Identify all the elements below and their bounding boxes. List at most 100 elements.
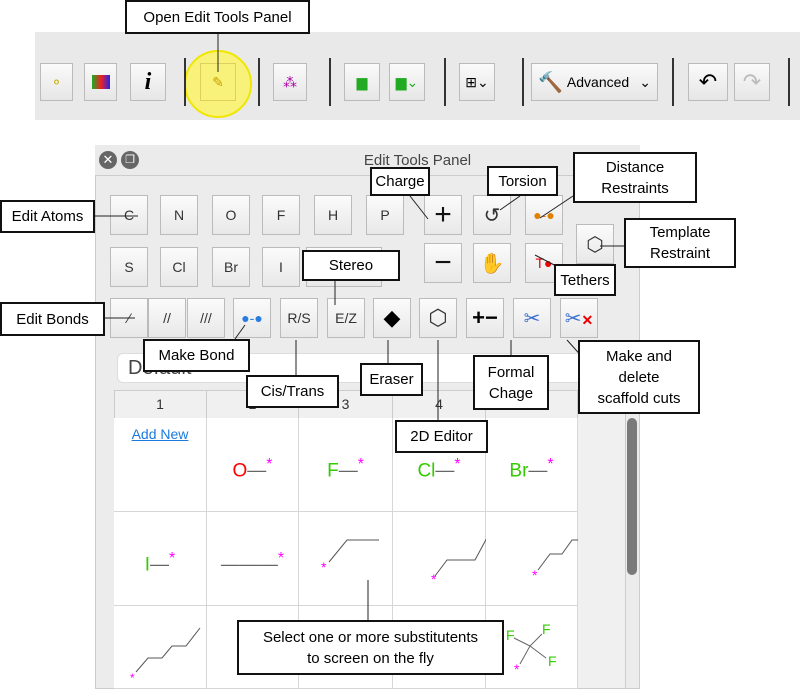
svg-text:*: * xyxy=(321,559,327,575)
svg-text:*: * xyxy=(431,571,437,587)
column-header: 3 xyxy=(299,390,393,418)
advanced-menu-button[interactable]: 🔨Advanced⌄ xyxy=(531,63,658,101)
fragment-icon: ⁂ xyxy=(283,73,297,90)
build-button[interactable]: ⁂ xyxy=(273,63,307,101)
molecule-icon: ⚬ xyxy=(50,73,63,90)
triple-bond-button[interactable]: /// xyxy=(187,298,225,338)
grid-cell[interactable]: Add New xyxy=(114,418,207,512)
scissors-icon: ✂ xyxy=(523,307,541,330)
grid-cell[interactable]: * xyxy=(393,512,490,606)
molecule-button[interactable]: ⚬ xyxy=(40,63,73,101)
atom-symbol: F xyxy=(327,460,339,482)
single-bond-button[interactable]: ⁄ xyxy=(110,298,148,338)
atom-n-button[interactable]: N xyxy=(160,195,198,235)
rs-button[interactable]: R/S xyxy=(280,298,318,338)
surface-molecule-icon: ▆⌄ xyxy=(395,73,419,90)
ez-label: E/Z xyxy=(335,310,357,326)
svg-text:*: * xyxy=(130,671,135,685)
eraser-icon: ◆ xyxy=(383,305,401,330)
surface-button[interactable] xyxy=(84,63,117,101)
atom-o-button[interactable]: O xyxy=(212,195,250,235)
atom-s-button[interactable]: S xyxy=(110,247,148,287)
advanced-label: Advanced xyxy=(566,74,630,90)
scrollbar-thumb[interactable] xyxy=(627,418,637,575)
triple-bond-icon: /// xyxy=(200,310,212,326)
make-bond-button[interactable]: ●-● xyxy=(233,298,271,338)
info-icon: i xyxy=(144,68,152,95)
scaffold-cut-button[interactable]: ✂ xyxy=(513,298,551,338)
grid-cell[interactable]: Br—* xyxy=(486,418,578,512)
callout-open-edit-tools: Open Edit Tools Panel xyxy=(125,0,310,34)
scissors-delete-icon: ✂✕ xyxy=(564,307,594,330)
tether-icon: T● xyxy=(535,255,553,271)
minus-icon: − xyxy=(434,246,452,279)
atom-label: O xyxy=(225,207,237,223)
propyl-structure: * xyxy=(321,539,379,575)
redo-icon: ↷ xyxy=(742,69,762,94)
pentyl-structure: * xyxy=(532,539,586,583)
grid-cell[interactable]: * xyxy=(114,606,207,689)
hexagon-icon: ⬡ xyxy=(586,233,604,256)
make-bond-icon: ●-● xyxy=(241,310,263,326)
grid-cell[interactable]: * xyxy=(299,512,393,606)
atom-label: P xyxy=(380,207,390,223)
atom-p-button[interactable]: P xyxy=(366,195,404,235)
surface-molecule-menu-button[interactable]: ▆⌄ xyxy=(389,63,425,101)
redo-button[interactable]: ↷ xyxy=(734,63,770,101)
column-header: 1 xyxy=(114,390,207,418)
delete-scaffold-cut-button[interactable]: ✂✕ xyxy=(560,298,598,338)
restore-icon[interactable]: ❐ xyxy=(121,151,139,169)
undo-button[interactable]: ↶ xyxy=(688,63,728,101)
move-button[interactable]: ✋ xyxy=(473,243,511,283)
atom-c-button[interactable]: C xyxy=(110,195,148,235)
callout-edit-atoms: Edit Atoms xyxy=(0,200,95,233)
formal-charge-button[interactable]: +− xyxy=(466,298,504,338)
atom-label: S xyxy=(124,259,134,275)
add-window-button[interactable]: ⊞⌄ xyxy=(459,63,495,101)
atom-h-button[interactable]: H xyxy=(314,195,352,235)
torsion-icon: ↺ xyxy=(483,204,501,227)
info-button[interactable]: i xyxy=(130,63,166,101)
callout-edit-bonds: Edit Bonds xyxy=(0,302,105,336)
grid-cell[interactable]: ———* xyxy=(207,512,299,606)
callout-eraser: Eraser xyxy=(360,363,423,396)
callout-scaffold-cuts: Make and delete scaffold cuts xyxy=(578,340,700,414)
atom-br-button[interactable]: Br xyxy=(212,247,250,287)
distance-restraint-icon: ●-● xyxy=(533,207,555,223)
atom-i-button[interactable]: I xyxy=(262,247,300,287)
atom-cl-button[interactable]: Cl xyxy=(160,247,198,287)
close-icon[interactable]: ✕ xyxy=(99,151,117,169)
hexyl-structure: * xyxy=(130,627,201,685)
plus-minus-icon: +− xyxy=(472,305,498,330)
svg-text:*: * xyxy=(514,661,520,677)
atom-symbol: O xyxy=(232,460,248,482)
atom-symbol: Cl xyxy=(417,460,436,482)
grid-cell[interactable]: F—* xyxy=(299,418,393,512)
2d-editor-button[interactable]: ⬡ xyxy=(419,298,457,338)
double-bond-button[interactable]: // xyxy=(148,298,186,338)
attachment-star: * xyxy=(266,456,273,473)
distance-restraint-button[interactable]: ●-● xyxy=(525,195,563,235)
open-edit-tools-button[interactable]: ✎ xyxy=(200,63,236,101)
atom-f-button[interactable]: F xyxy=(262,195,300,235)
eraser-button[interactable]: ◆ xyxy=(373,298,411,338)
surface-molecule-button[interactable]: ▆ xyxy=(344,63,380,101)
callout-cis-trans: Cis/Trans xyxy=(246,375,339,408)
add-new-link[interactable]: Add New xyxy=(131,426,189,442)
attachment-star: * xyxy=(547,456,554,473)
grid-cell[interactable]: * xyxy=(486,512,586,606)
callout-2d-editor: 2D Editor xyxy=(395,420,488,453)
ez-button[interactable]: E/Z xyxy=(327,298,365,338)
increase-charge-button[interactable]: + xyxy=(424,195,462,235)
callout-select-substituents: Select one or more substitutents to scre… xyxy=(237,620,504,675)
template-restraint-button[interactable]: ⬡ xyxy=(576,224,614,264)
attachment-star: * xyxy=(277,550,285,567)
callout-make-bond: Make Bond xyxy=(143,339,250,372)
decrease-charge-button[interactable]: − xyxy=(424,243,462,283)
attachment-star: * xyxy=(357,456,364,473)
torsion-button[interactable]: ↺ xyxy=(473,195,511,235)
atom-label: Cl xyxy=(172,259,186,275)
grid-cell[interactable]: I—* xyxy=(114,512,207,606)
grid-cell[interactable]: O—* xyxy=(207,418,299,512)
